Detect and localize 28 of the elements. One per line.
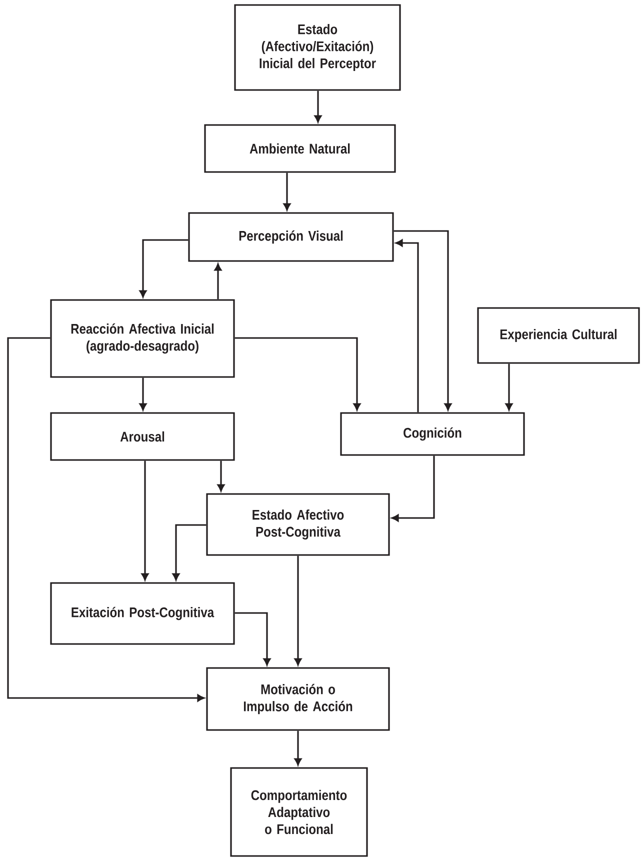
arrow bbox=[7, 337, 204, 702]
arrow bbox=[234, 337, 361, 410]
arrow bbox=[314, 90, 322, 122]
arrow bbox=[172, 524, 206, 580]
arrow bbox=[283, 172, 291, 210]
process-box: Motivación o Impulso de Acción bbox=[206, 667, 390, 731]
arrow bbox=[294, 556, 302, 666]
arrow bbox=[139, 378, 147, 410]
process-box: Percepción Visual bbox=[188, 212, 394, 262]
process-box: Comportamiento Adaptativo o Funcional bbox=[230, 767, 368, 857]
process-box: Ambiente Natural bbox=[204, 124, 396, 173]
arrow bbox=[392, 456, 435, 522]
process-box: Estado Afectivo Post-Cognitiva bbox=[206, 493, 390, 556]
arrow bbox=[396, 239, 419, 412]
arrow bbox=[141, 460, 149, 580]
arrow bbox=[505, 364, 513, 410]
process-box: Reacción Afectiva Inicial (agrado-desagrado) bbox=[50, 299, 235, 378]
arrow bbox=[234, 612, 271, 666]
process-box: Cognición bbox=[340, 412, 525, 456]
arrow bbox=[217, 460, 225, 492]
arrow bbox=[394, 230, 452, 410]
process-box: Arousal bbox=[50, 412, 235, 461]
arrow bbox=[214, 264, 222, 300]
process-box: Exitación Post-Cognitiva bbox=[50, 582, 235, 645]
process-box: Estado (Afectivo/Exitación) Inicial del Perceptor bbox=[234, 4, 401, 91]
process-box: Experiencia Cultural bbox=[477, 307, 640, 364]
arrow bbox=[294, 730, 302, 766]
arrow bbox=[139, 239, 188, 298]
